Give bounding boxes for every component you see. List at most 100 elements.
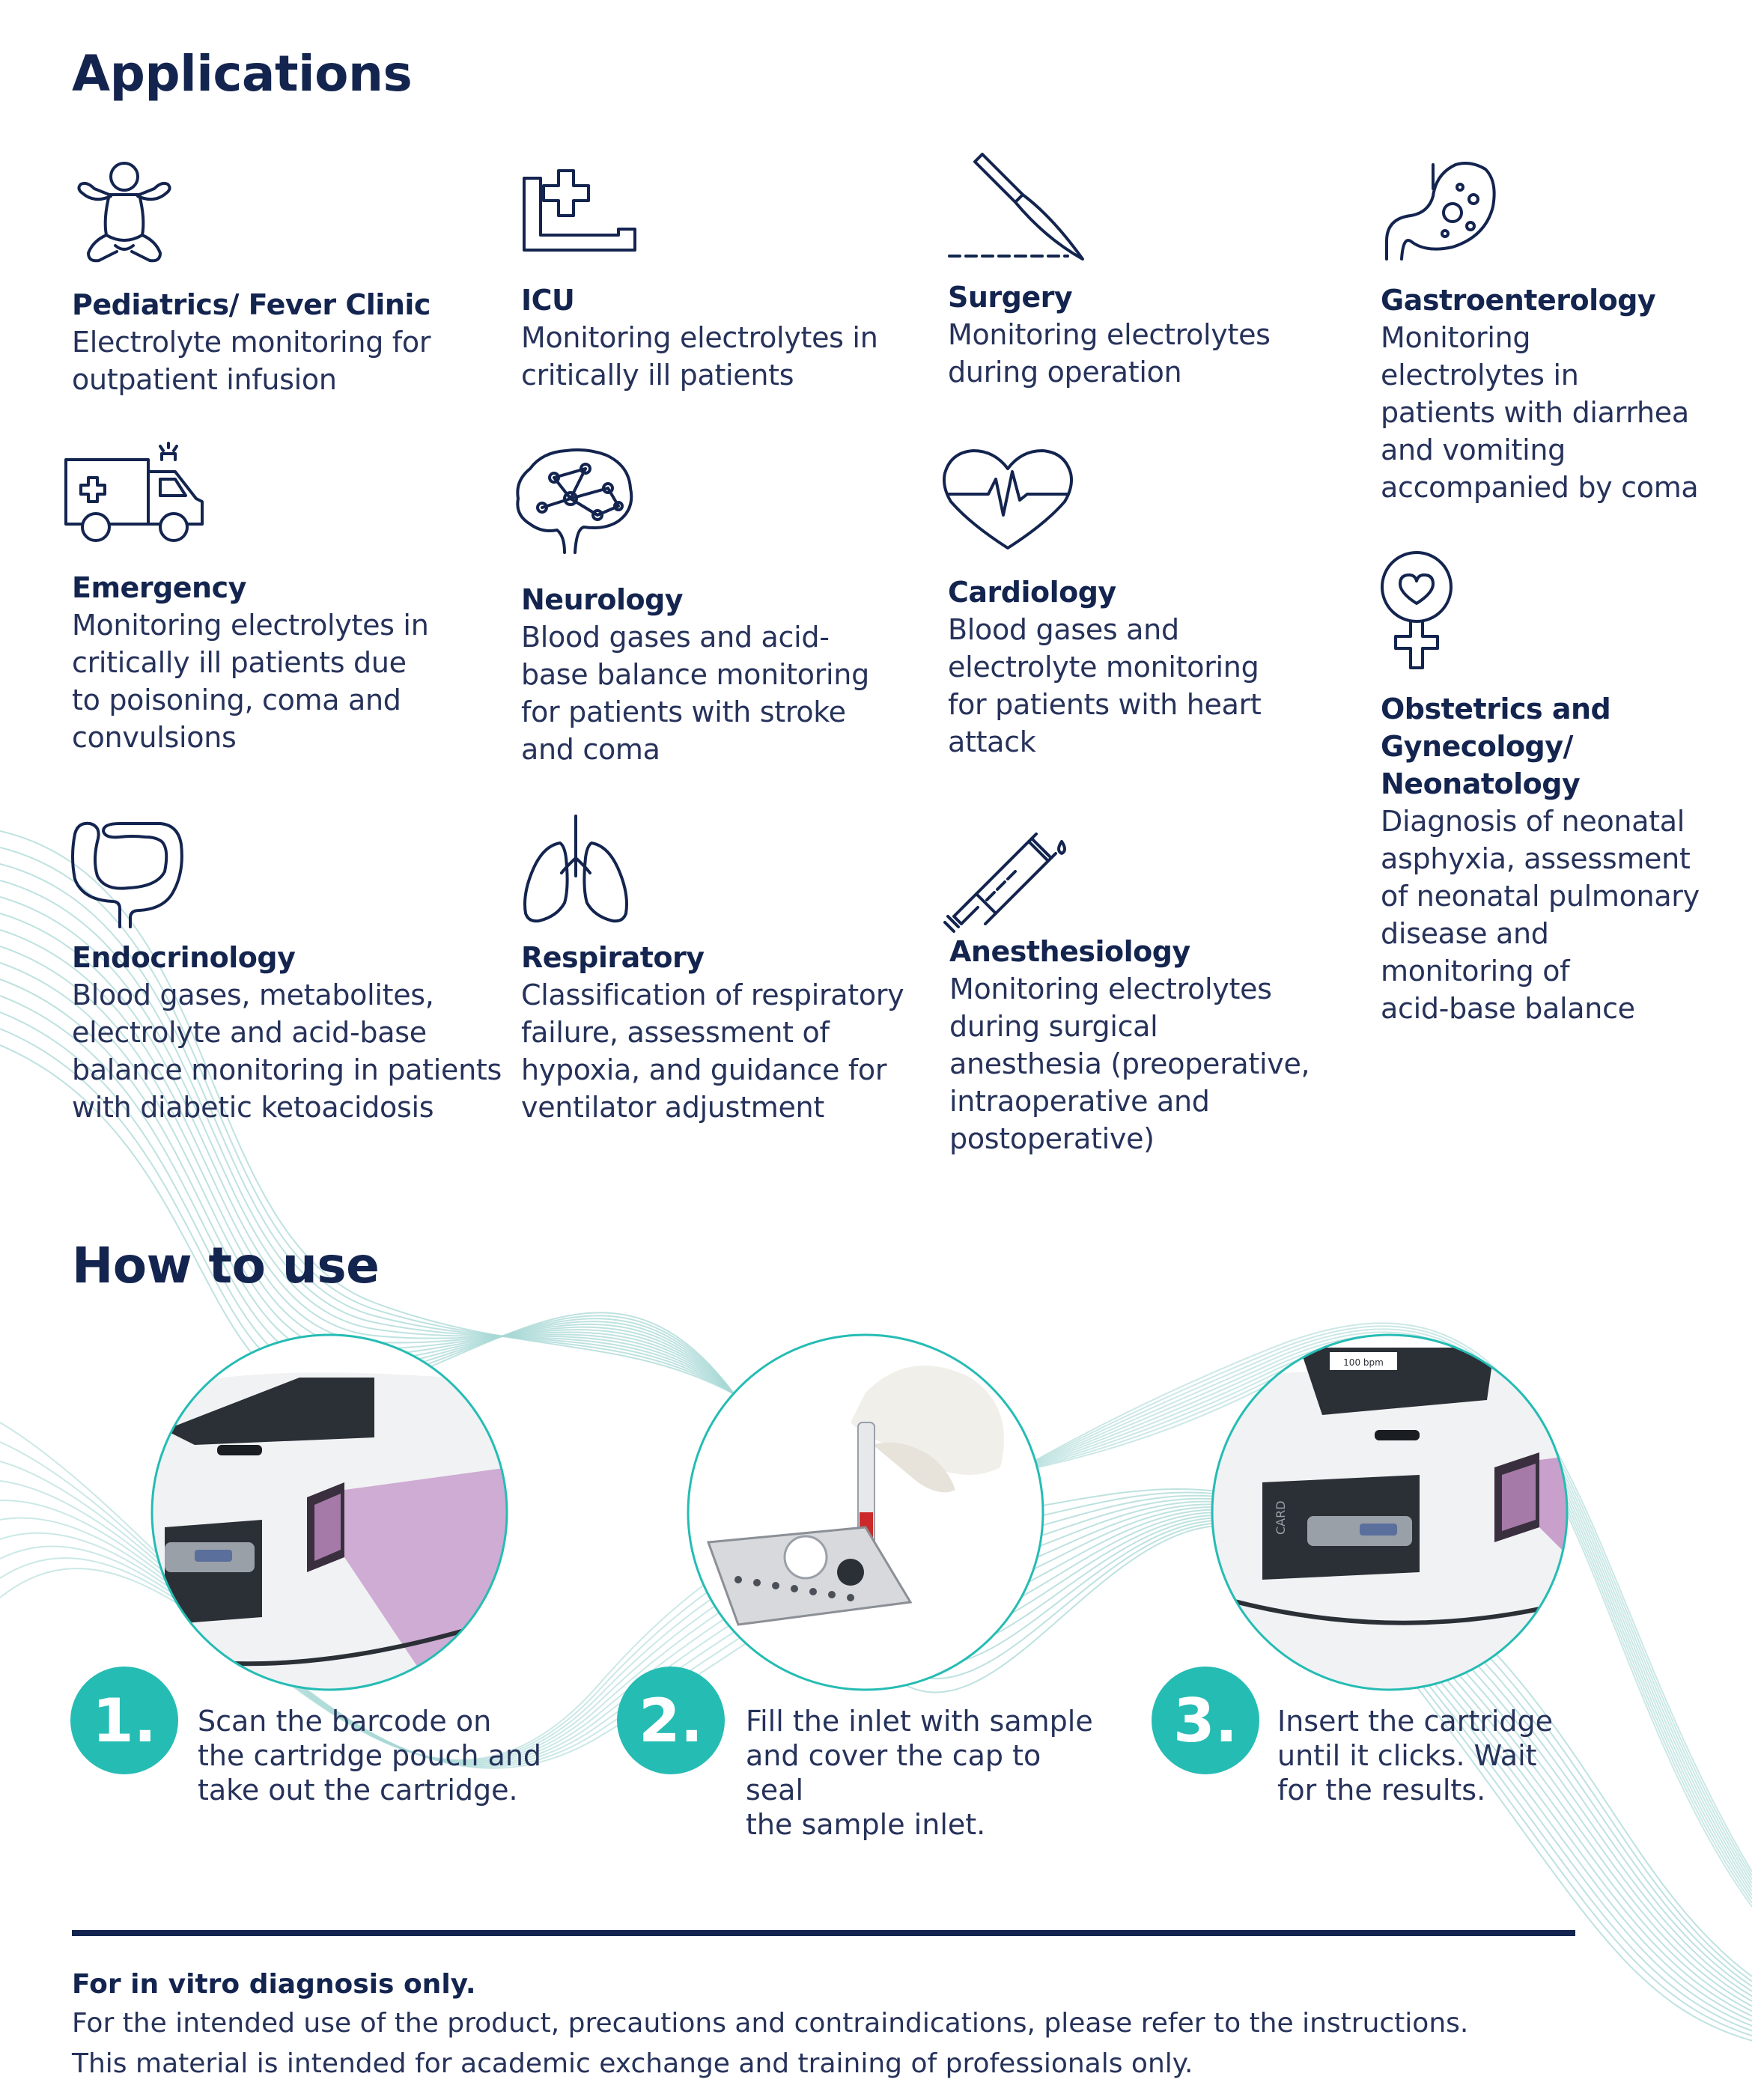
application-description: intraoperative and	[949, 1085, 1210, 1118]
application-obstetrics: Obstetrics and Gynecology/ Neonatology D…	[1381, 550, 1700, 1027]
application-description: postoperative)	[949, 1122, 1155, 1155]
brain-icon	[516, 448, 633, 554]
screen-readout: 100 bpm	[1343, 1357, 1384, 1368]
step-2-number: 2.	[617, 1667, 725, 1774]
step-text-line: Fill the inlet with sample	[746, 1705, 1093, 1738]
application-description: Classification of respiratory	[521, 979, 904, 1011]
application-name: Pediatrics/ Fever Clinic	[72, 288, 431, 321]
application-description: Blood gases, metabolites,	[72, 979, 434, 1011]
step-3-instructions: Insert the cartridge until it clicks. Wa…	[1277, 1704, 1629, 1807]
stomach-icon	[1385, 162, 1496, 261]
card-slot-label: CARD	[1274, 1500, 1288, 1535]
step-2-cartridge-photo	[687, 1333, 1044, 1691]
application-description: attack	[948, 725, 1036, 758]
step-text-line: Scan the barcode on	[198, 1705, 492, 1738]
application-description: Monitoring electrolytes in	[521, 321, 878, 354]
application-description: Monitoring electrolytes	[949, 973, 1272, 1005]
application-description: patients with diarrhea	[1381, 396, 1689, 429]
application-neurology: Neurology Blood gases and acid- base bal…	[512, 446, 869, 768]
application-name: Emergency	[72, 571, 246, 604]
step-3-number: 3.	[1152, 1667, 1259, 1774]
scalpel-icon	[948, 153, 1084, 261]
application-name: Neonatology	[1381, 767, 1581, 800]
application-description: Diagnosis of neonatal	[1381, 805, 1685, 838]
application-description: Monitoring electrolytes	[948, 318, 1271, 351]
application-description: to poisoning, coma and	[72, 684, 401, 716]
female-heart-icon	[1381, 551, 1453, 669]
application-endocrinology: Endocrinology Blood gases, metabolites, …	[67, 819, 502, 1126]
application-description: for patients with stroke	[521, 696, 846, 728]
application-description: electrolyte monitoring	[948, 651, 1259, 684]
application-description: of neonatal pulmonary	[1381, 880, 1700, 913]
application-name: ICU	[521, 284, 575, 317]
how-to-use-title: How to use	[72, 1237, 380, 1294]
step-1-instructions: Scan the barcode on the cartridge pouch …	[198, 1704, 550, 1807]
footer-divider	[72, 1930, 1575, 1936]
footer-disclaimer-title: For in vitro diagnosis only.	[72, 1969, 476, 2000]
application-description: during surgical	[949, 1010, 1158, 1043]
step-text-line: take out the cartridge.	[198, 1774, 518, 1807]
application-cardiology: Cardiology Blood gases and electrolyte m…	[940, 446, 1262, 761]
application-name: Gynecology/	[1381, 730, 1573, 763]
step-2-instructions: Fill the inlet with sample and cover the…	[746, 1704, 1098, 1842]
application-description: and coma	[521, 733, 660, 766]
application-name: Endocrinology	[72, 941, 296, 974]
application-description: outpatient infusion	[72, 363, 337, 396]
application-description: during operation	[948, 356, 1182, 389]
application-name: Respiratory	[521, 941, 705, 974]
application-description: Blood gases and acid-	[521, 621, 830, 654]
application-name: Surgery	[948, 281, 1073, 314]
application-description: failure, assessment of	[521, 1016, 830, 1049]
applications-title: Applications	[72, 45, 413, 103]
application-name: Cardiology	[948, 576, 1116, 609]
heart-pulse-icon	[943, 449, 1073, 550]
step-text-line: Insert the cartridge	[1277, 1705, 1554, 1738]
application-description: anesthesia (preoperative,	[949, 1047, 1310, 1080]
application-name: Obstetrics and	[1381, 693, 1611, 725]
application-description: for patients with heart	[948, 688, 1262, 721]
application-name: Anesthesiology	[949, 935, 1190, 968]
syringe-icon	[943, 833, 1066, 933]
step-1-number: 1.	[70, 1667, 178, 1774]
application-description: Monitoring electrolytes in	[72, 609, 429, 642]
application-description: disease and	[1381, 917, 1549, 950]
application-description: Monitoring	[1381, 321, 1531, 354]
application-description: electrolyte and acid-base	[72, 1016, 427, 1049]
application-description: critically ill patients	[521, 359, 794, 392]
application-description: convulsions	[72, 721, 237, 754]
application-description: asphyxia, assessment	[1381, 842, 1691, 875]
application-description: electrolytes in	[1381, 359, 1579, 392]
application-respiratory: Respiratory Classification of respirator…	[520, 813, 904, 1126]
application-description: monitoring of	[1381, 955, 1570, 987]
application-emergency: Emergency Monitoring electrolytes in cri…	[63, 442, 429, 756]
step-text-line: for the results.	[1277, 1774, 1486, 1807]
application-icu: ICU Monitoring electrolytes in criticall…	[521, 163, 878, 394]
footer-line: For the intended use of the product, pre…	[72, 2008, 1469, 2039]
step-text-line: and cover the cap to seal	[746, 1739, 1041, 1807]
application-description: ventilator adjustment	[521, 1091, 824, 1124]
application-gastroenterology: Gastroenterology Monitoring electrolytes…	[1381, 159, 1699, 506]
application-description: base balance monitoring	[521, 658, 869, 691]
application-pediatrics: Pediatrics/ Fever Clinic Electrolyte mon…	[72, 159, 431, 398]
baby-icon	[77, 162, 171, 263]
footer-line: This material is intended for academic e…	[72, 2048, 1193, 2079]
application-description: Blood gases and	[948, 613, 1179, 646]
hospital-bed-icon	[523, 169, 636, 252]
application-description: with diabetic ketoacidosis	[72, 1091, 434, 1124]
lungs-icon	[523, 815, 628, 923]
application-description: critically ill patients due	[72, 646, 407, 679]
application-description: accompanied by coma	[1381, 471, 1699, 504]
intestine-icon	[71, 821, 183, 928]
step-1-device-photo	[150, 1333, 508, 1691]
application-name: Neurology	[521, 583, 684, 616]
step-3-device-photo: 100 bpm CARD	[1211, 1333, 1569, 1691]
application-name: Gastroenterology	[1381, 284, 1656, 317]
application-anesthesiology: Anesthesiology Monitoring electrolytes d…	[942, 831, 1310, 1157]
application-description: and vomiting	[1381, 433, 1566, 466]
application-description: hypoxia, and guidance for	[521, 1053, 887, 1086]
ambulance-icon	[64, 442, 204, 542]
application-surgery: Surgery Monitoring electrolytes during o…	[948, 150, 1271, 391]
application-description: balance monitoring in patients	[72, 1053, 502, 1086]
application-description: acid-base balance	[1381, 992, 1635, 1025]
step-text-line: until it clicks. Wait	[1277, 1739, 1537, 1772]
